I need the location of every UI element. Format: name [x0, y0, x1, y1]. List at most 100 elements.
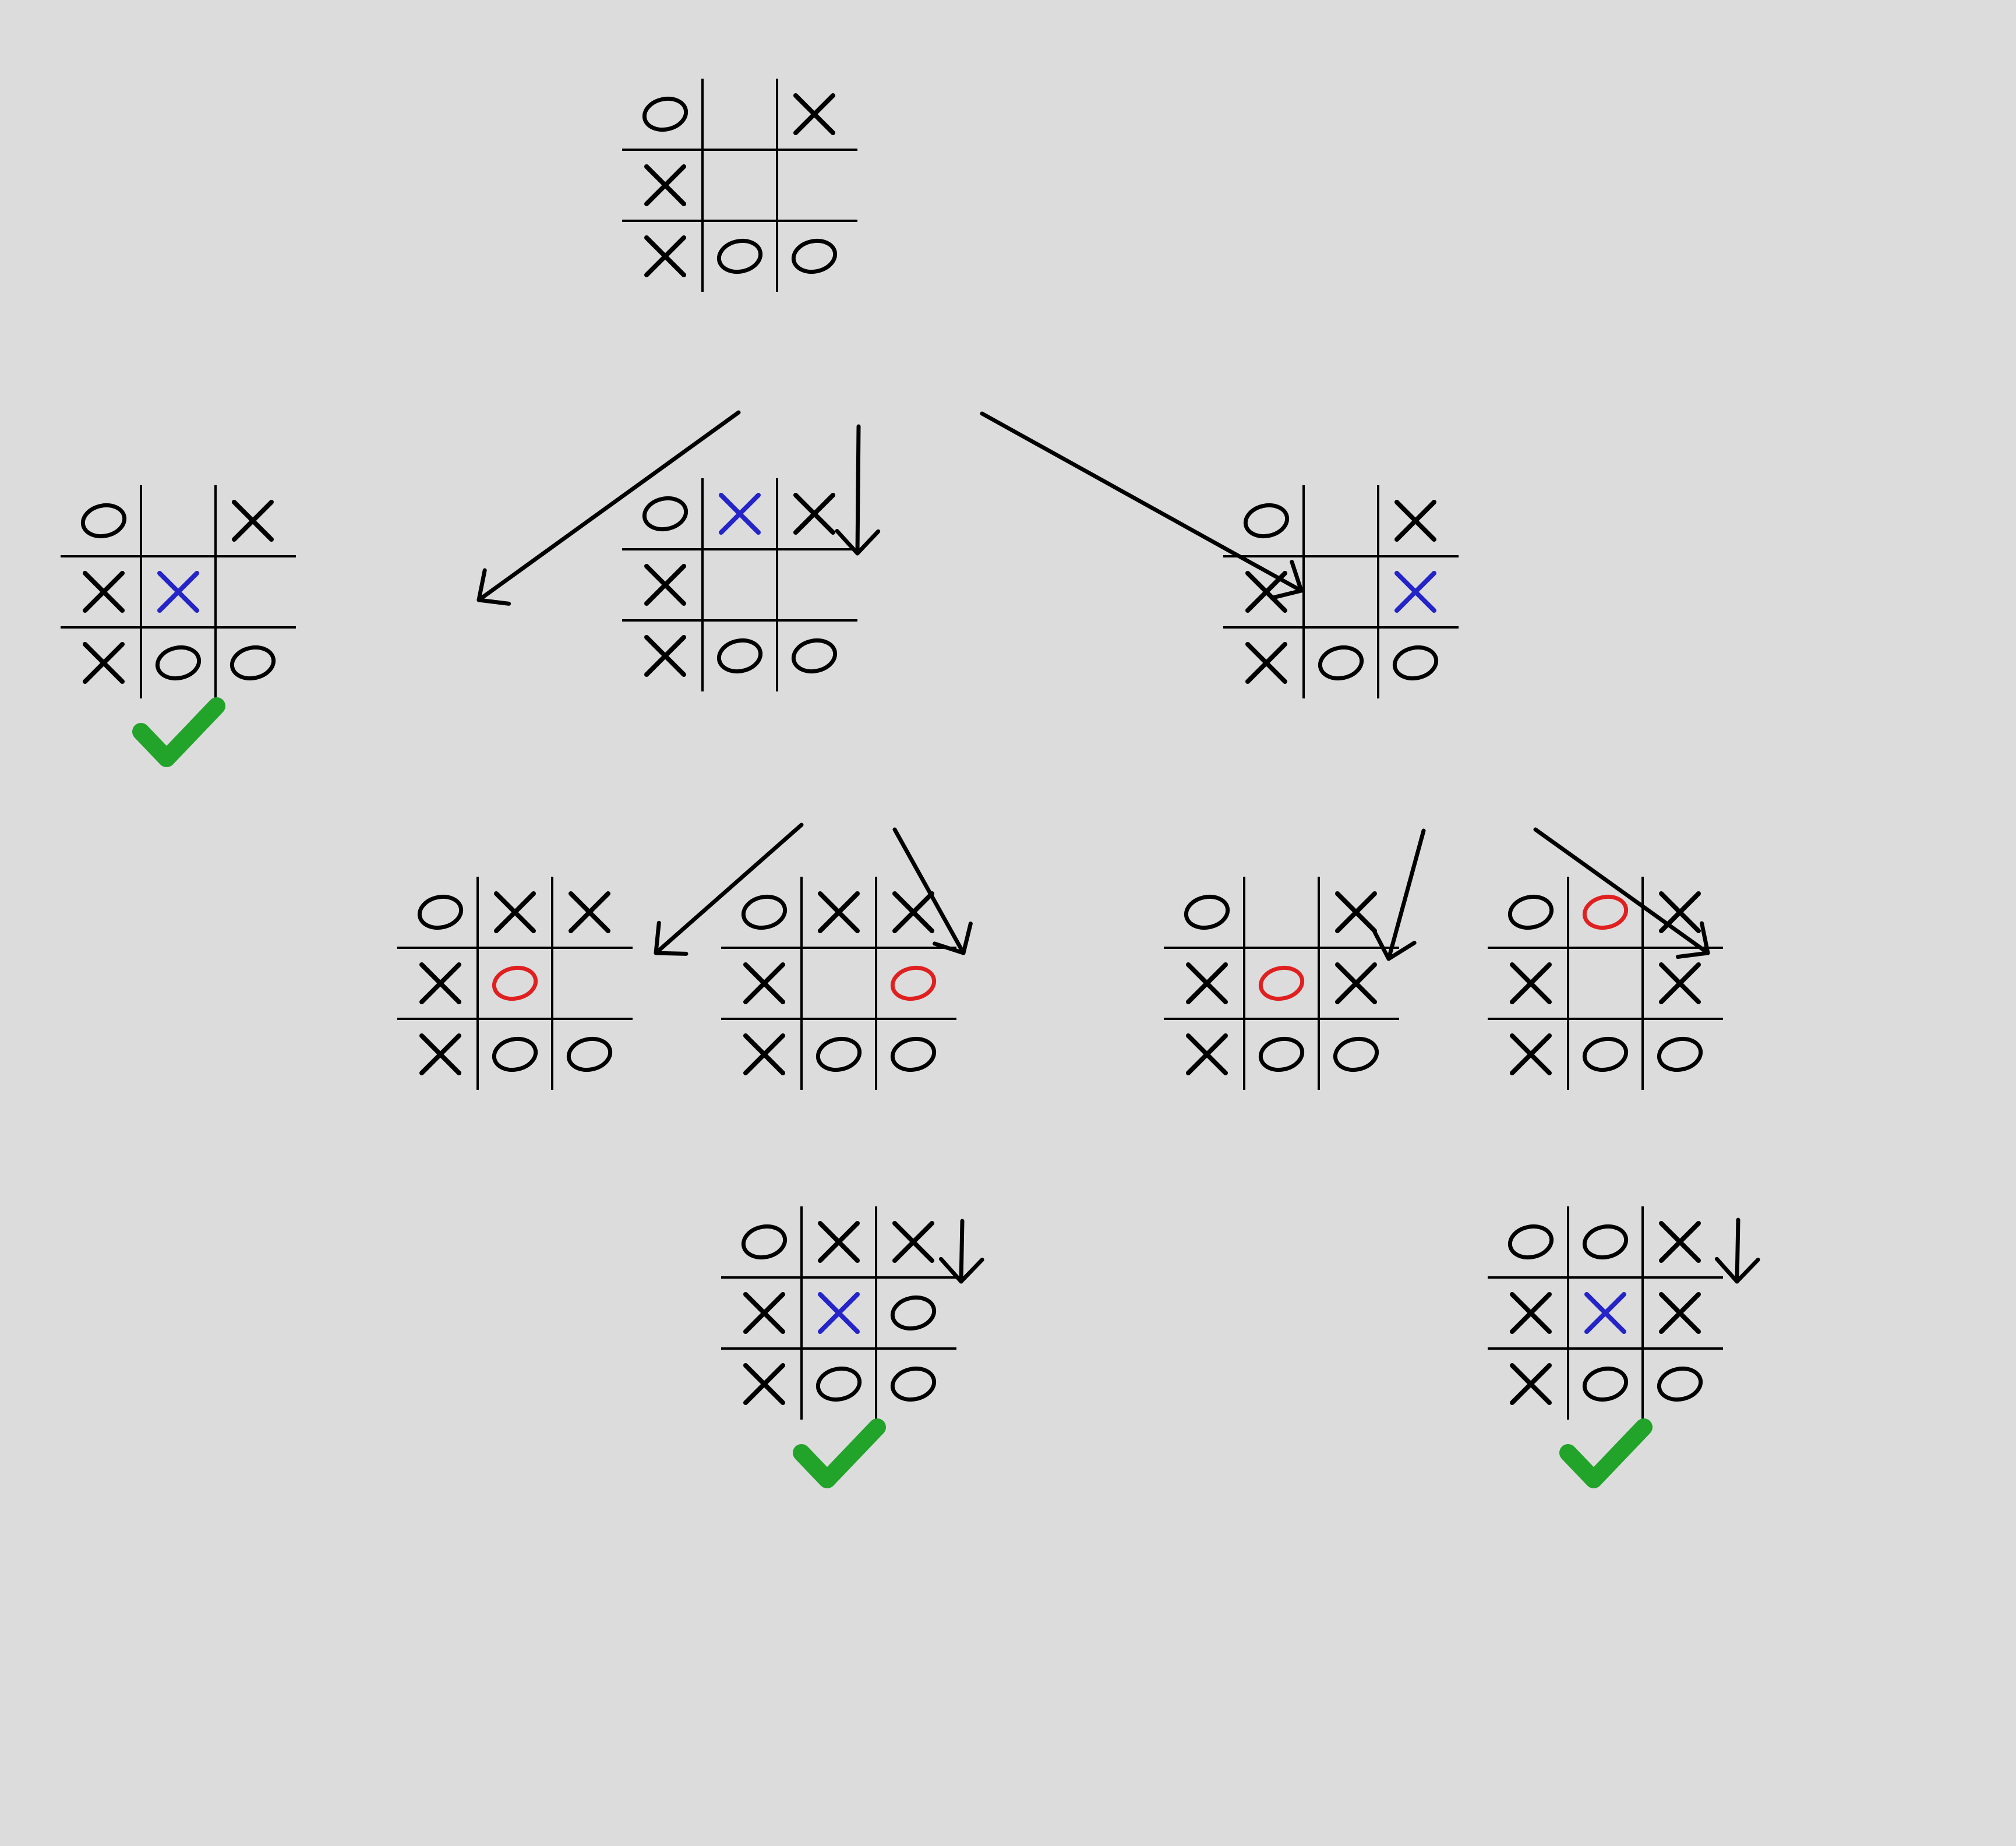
- x-mark: X: [83, 642, 125, 684]
- x-mark: X: [1510, 962, 1552, 1004]
- arrow-head-icon: [476, 568, 511, 606]
- o-mark: O: [1657, 1366, 1703, 1402]
- edge-arrow: [1372, 828, 1426, 961]
- edge-line: [855, 424, 861, 556]
- board-b2a: OXXXOXOO: [397, 877, 633, 1090]
- x-mark: X: [1394, 500, 1436, 542]
- x-mark: X: [1186, 962, 1228, 1004]
- x-mark: X: [644, 635, 686, 677]
- o-mark: O: [1507, 1224, 1554, 1260]
- o-mark: O: [791, 638, 838, 674]
- new-o-mark: O: [492, 965, 538, 1001]
- o-mark: O: [741, 894, 788, 930]
- win-checkmark-icon: [1559, 1418, 1653, 1488]
- o-mark: O: [890, 1366, 937, 1402]
- x-mark: X: [1659, 891, 1701, 933]
- arrow-head-icon: [938, 1256, 984, 1284]
- edge-line: [1386, 828, 1426, 961]
- o-mark: O: [1184, 894, 1230, 930]
- edge-arrow: [1533, 827, 1710, 959]
- arrow-head-icon: [1372, 930, 1417, 961]
- o-mark: O: [1582, 1224, 1629, 1260]
- new-x-mark: X: [1584, 1292, 1626, 1334]
- edge-arrow: [835, 424, 881, 556]
- x-mark: X: [892, 891, 934, 933]
- edge-arrow: [938, 1219, 984, 1284]
- arrow-head-icon: [654, 920, 689, 956]
- new-o-mark: O: [890, 965, 937, 1001]
- new-x-mark: X: [818, 1292, 860, 1334]
- new-x-mark: X: [157, 571, 199, 613]
- boards-layer: OXXXOOOXXXXOOOXXXXOOOXXXXOOOXXXOXOOOXXXO…: [61, 79, 1723, 1420]
- x-mark: X: [644, 235, 686, 277]
- win-checkmark-icon: [132, 697, 225, 767]
- x-mark: X: [644, 564, 686, 606]
- o-mark: O: [791, 238, 838, 274]
- o-mark: O: [492, 1036, 538, 1072]
- x-mark: X: [1659, 1221, 1701, 1263]
- board-b2b: OXXXOXOO: [721, 877, 956, 1090]
- edge-line: [1533, 827, 1710, 955]
- o-mark: O: [1657, 1036, 1703, 1072]
- o-mark: O: [815, 1366, 862, 1402]
- edge-line: [476, 410, 741, 602]
- edge-line: [654, 823, 804, 955]
- new-x-mark: X: [1394, 571, 1436, 613]
- o-mark: O: [890, 1036, 937, 1072]
- x-mark: X: [743, 1292, 785, 1334]
- board-b1: OXXXXOO: [61, 485, 296, 698]
- o-mark: O: [230, 645, 276, 681]
- x-mark: X: [1186, 1033, 1228, 1075]
- o-mark: O: [566, 1036, 613, 1072]
- o-mark: O: [642, 96, 689, 132]
- new-o-mark: O: [1582, 894, 1629, 930]
- edge-line: [959, 1219, 965, 1284]
- o-mark: O: [80, 503, 127, 539]
- arrow-head-icon: [1270, 560, 1304, 600]
- x-mark: X: [1245, 642, 1287, 684]
- x-mark: X: [1510, 1363, 1552, 1405]
- o-mark: O: [1333, 1036, 1379, 1072]
- o-mark: O: [417, 894, 464, 930]
- x-mark: X: [743, 962, 785, 1004]
- win-checkmark-icon: [793, 1418, 886, 1488]
- new-o-mark: O: [1258, 965, 1305, 1001]
- x-mark: X: [494, 891, 536, 933]
- o-mark: O: [741, 1224, 788, 1260]
- x-mark: X: [793, 93, 835, 135]
- o-mark: O: [716, 638, 763, 674]
- arrow-head-icon: [1675, 921, 1710, 959]
- edges-layer: [476, 410, 1760, 1284]
- board-b3a: OXXOXXOO: [1164, 877, 1399, 1090]
- edge-arrow: [980, 411, 1304, 600]
- o-mark: O: [642, 496, 689, 532]
- x-mark: X: [419, 962, 461, 1004]
- edge-arrow: [1714, 1217, 1760, 1284]
- o-mark: O: [1392, 645, 1439, 681]
- board-b3b-end: OOXXXXXOO: [1488, 1206, 1723, 1420]
- board-b2: OXXXXOO: [622, 478, 857, 691]
- o-mark: O: [1582, 1036, 1629, 1072]
- x-mark: X: [644, 164, 686, 206]
- x-mark: X: [743, 1363, 785, 1405]
- o-mark: O: [1258, 1036, 1305, 1072]
- checks-layer: [132, 697, 1653, 1488]
- edge-arrow: [476, 410, 741, 606]
- x-mark: X: [818, 891, 860, 933]
- o-mark: O: [716, 238, 763, 274]
- x-mark: X: [232, 500, 274, 542]
- edge-line: [1735, 1217, 1740, 1284]
- x-mark: X: [743, 1033, 785, 1075]
- o-mark: O: [1582, 1366, 1629, 1402]
- x-mark: X: [83, 571, 125, 613]
- x-mark: X: [419, 1033, 461, 1075]
- arrow-head-icon: [835, 529, 881, 556]
- board-b2b-end: OXXXXOXOO: [721, 1206, 956, 1420]
- o-mark: O: [890, 1295, 937, 1331]
- board-b3b: OOXXXXOO: [1488, 877, 1723, 1090]
- x-mark: X: [818, 1221, 860, 1263]
- edge-line: [892, 827, 966, 955]
- board-b3: OXXXXOO: [1223, 485, 1459, 698]
